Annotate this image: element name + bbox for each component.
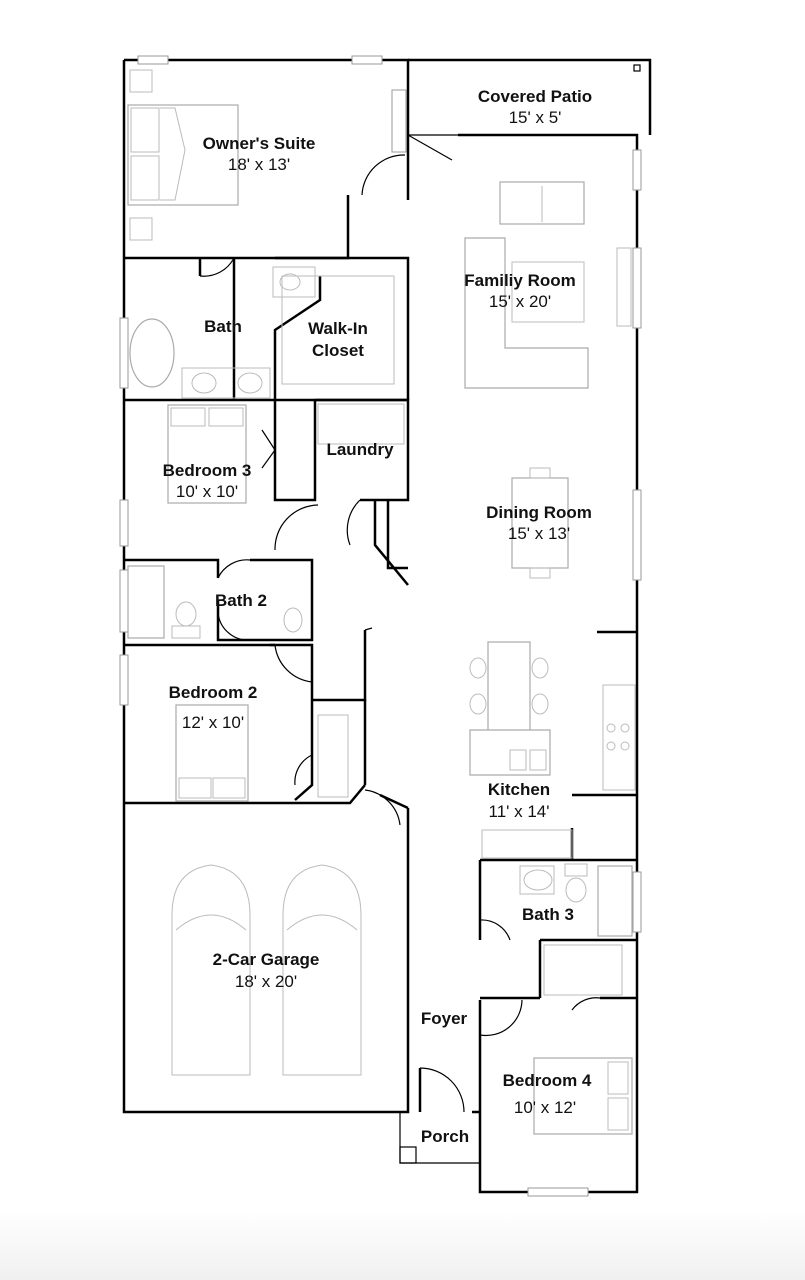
kitchen-label: Kitchen — [488, 780, 550, 799]
garage-label: 2-Car Garage — [213, 950, 320, 969]
laundry-label: Laundry — [326, 440, 394, 459]
bedroom-2-label: Bedroom 2 — [169, 683, 258, 702]
furniture — [127, 64, 641, 1135]
bedroom-3-size: 10' x 10' — [176, 482, 238, 501]
interior-walls — [124, 195, 637, 1000]
covered-patio-size: 15' x 5' — [509, 108, 562, 127]
bedroom-2-size: 12' x 10' — [182, 713, 244, 732]
walk-in-closet-label-line2: Closet — [312, 341, 364, 360]
windows — [119, 55, 642, 1197]
kitchen-size: 11' x 14' — [489, 802, 550, 821]
garage-size: 18' x 20' — [235, 972, 297, 991]
owners-suite-label: Owner's Suite — [203, 134, 316, 153]
owners-suite-size: 18' x 13' — [228, 155, 290, 174]
family-room-size: 15' x 20' — [489, 292, 551, 311]
bath-3-label: Bath 3 — [522, 905, 574, 924]
dining-room-label: Dining Room — [486, 503, 592, 522]
bottom-fade — [0, 1210, 805, 1280]
walk-in-closet-label-line1: Walk-In — [308, 319, 368, 338]
porch-label: Porch — [421, 1127, 469, 1146]
bedroom-3-label: Bedroom 3 — [163, 461, 252, 480]
foyer-label: Foyer — [421, 1009, 468, 1028]
bath-label: Bath — [204, 317, 242, 336]
doors — [199, 134, 601, 1113]
bedroom-4-size: 10' x 12' — [514, 1098, 576, 1117]
bedroom-4-label: Bedroom 4 — [503, 1071, 592, 1090]
room-labels: Covered Patio 15' x 5' Owner's Suite 18'… — [163, 87, 593, 1146]
family-room-label: Familiy Room — [464, 271, 575, 290]
bath-2-label: Bath 2 — [215, 591, 267, 610]
covered-patio-label: Covered Patio — [478, 87, 592, 106]
exterior-walls — [122, 58, 652, 1194]
dining-room-size: 15' x 13' — [508, 524, 570, 543]
